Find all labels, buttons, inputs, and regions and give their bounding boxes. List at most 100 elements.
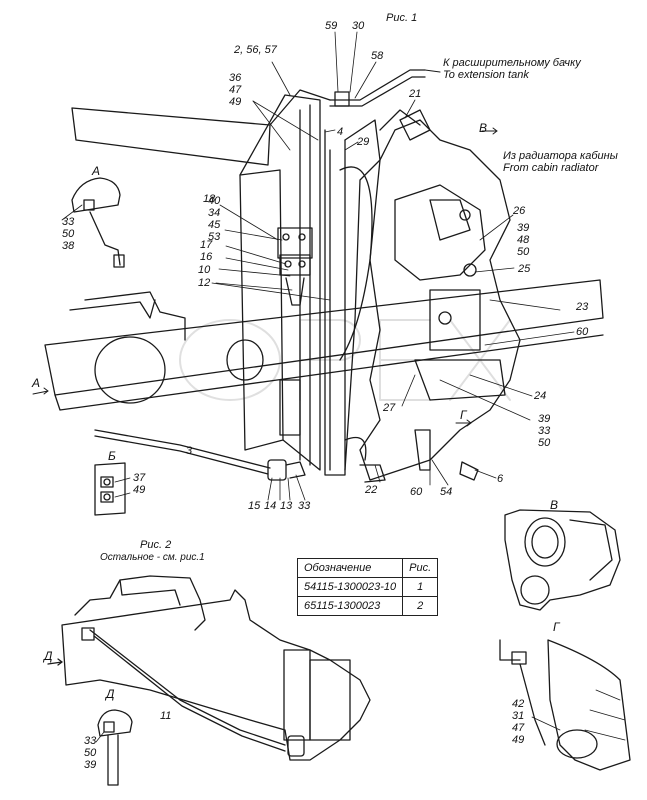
callout-stack-view-b: 37 49 xyxy=(133,472,145,496)
callout-11: 11 xyxy=(160,710,172,722)
table-header-row: Обозначение Рис. xyxy=(296,558,439,578)
callout-25: 25 xyxy=(518,263,531,275)
figure1-title: Рис. 1 xyxy=(386,12,418,24)
callout-stack-view-d: 33 50 39 xyxy=(84,735,96,771)
callout-g-31: 31 xyxy=(512,710,525,722)
callout-16: 16 xyxy=(200,251,213,263)
callout-17: 17 xyxy=(200,239,213,251)
callout-stack-40-34-45-53: 40 34 45 53 xyxy=(208,195,220,243)
callout-14: 14 xyxy=(264,500,277,512)
tank-label-en: To extension tank xyxy=(443,69,529,81)
callout-45: 45 xyxy=(208,219,221,231)
coolant-pipe xyxy=(329,69,431,141)
view-a-detail xyxy=(61,177,125,268)
callout-g-47: 47 xyxy=(512,722,525,734)
view-b-detail xyxy=(94,462,131,516)
radiator xyxy=(239,94,381,476)
callout-g-49: 49 xyxy=(512,734,525,746)
callout-26: 26 xyxy=(513,205,526,217)
callout-stack-17-16: 17 16 xyxy=(200,239,212,263)
callout-a-38: 38 xyxy=(62,240,75,252)
table-header-designation: Обозначение xyxy=(296,558,404,578)
view-a-label: А xyxy=(92,164,101,178)
callout-33: 33 xyxy=(298,500,311,512)
callout-39-bottom: 39 xyxy=(538,413,551,425)
callout-33-bottom: 33 xyxy=(538,425,551,437)
view-d-label: Д xyxy=(106,687,115,701)
callout-d-33: 33 xyxy=(84,735,97,747)
callout-a-50: 50 xyxy=(62,228,75,240)
callout-d-39: 39 xyxy=(84,759,97,771)
drain-pipe xyxy=(359,461,479,483)
callout-18: 18 xyxy=(203,193,216,205)
callout-47: 47 xyxy=(229,84,242,96)
callout-10: 10 xyxy=(198,264,211,276)
callout-b-37: 37 xyxy=(133,472,146,484)
callout-12: 12 xyxy=(198,277,211,289)
callout-60-lower: 60 xyxy=(410,486,423,498)
callout-d-50: 50 xyxy=(84,747,97,759)
callout-29: 29 xyxy=(357,136,370,148)
callout-3: 3 xyxy=(186,445,193,457)
callout-49: 49 xyxy=(229,96,242,108)
callout-50-top: 50 xyxy=(517,246,530,258)
callout-13: 13 xyxy=(280,500,293,512)
fan-shroud xyxy=(359,109,521,481)
callout-40: 40 xyxy=(208,195,221,207)
radiator-label-ru: Из радиатора кабины xyxy=(503,150,618,162)
mounting-bracket xyxy=(277,227,313,436)
view-g-label: Г xyxy=(553,620,560,634)
callout-stack-39-33-50: 39 33 50 xyxy=(538,413,550,449)
arrow-a-label: А xyxy=(32,376,41,390)
lower-hose xyxy=(94,429,306,481)
view-v-detail xyxy=(504,509,621,611)
callout-34: 34 xyxy=(208,207,221,219)
callout-24: 24 xyxy=(534,390,547,402)
callout-stack-view-a: 33 50 38 xyxy=(62,216,74,252)
callout-48: 48 xyxy=(517,234,530,246)
callout-58: 58 xyxy=(371,50,384,62)
callout-54: 54 xyxy=(440,486,453,498)
table-cell-fig: 2 xyxy=(402,596,439,616)
callout-stack-39-48-50: 39 48 50 xyxy=(517,222,529,258)
callout-6: 6 xyxy=(497,473,504,485)
table-cell-fig: 1 xyxy=(402,577,439,597)
callout-22: 22 xyxy=(365,484,378,496)
tank-label-ru: К расширительному бачку xyxy=(443,57,581,69)
table-row: 54115-1300023-10 1 xyxy=(296,577,439,597)
table-header-fig: Рис. xyxy=(402,558,439,578)
callout-b-49: 49 xyxy=(133,484,146,496)
view-g-detail xyxy=(499,639,631,771)
figure2-subtitle: Остальное - см. рис.1 xyxy=(100,552,205,563)
callout-59: 59 xyxy=(325,20,338,32)
radiator-label-en: From cabin radiator xyxy=(503,162,599,174)
arrow-v-label: В xyxy=(479,121,488,135)
table-row: 65115-1300023 2 xyxy=(296,596,439,616)
view-arrows xyxy=(32,69,498,427)
table-cell-designation: 65115-1300023 xyxy=(296,596,404,616)
arrow-g-label: Г xyxy=(460,408,467,422)
callout-30: 30 xyxy=(352,20,365,32)
designation-table: Обозначение Рис. 54115-1300023-10 1 6511… xyxy=(296,558,439,616)
callout-21: 21 xyxy=(409,88,422,100)
callout-2-56-57: 2, 56, 57 xyxy=(234,44,277,56)
fan xyxy=(339,166,373,461)
view-d-detail xyxy=(95,709,133,786)
callout-4: 4 xyxy=(337,126,344,138)
callout-g-42: 42 xyxy=(512,698,525,710)
callout-39-top: 39 xyxy=(517,222,530,234)
callout-60-upper: 60 xyxy=(576,326,589,338)
leader-lines xyxy=(211,31,575,501)
view-b-label: Б xyxy=(108,449,116,463)
figure2-assembly xyxy=(47,575,371,761)
callout-a-33: 33 xyxy=(62,216,75,228)
upper-panel xyxy=(71,89,331,166)
callout-27: 27 xyxy=(383,402,396,414)
callout-36: 36 xyxy=(229,72,242,84)
callout-stack-view-g: 42 31 47 49 xyxy=(512,698,524,746)
callout-53: 53 xyxy=(208,231,221,243)
arrow-d-label: Д xyxy=(44,649,53,663)
callout-50-bottom: 50 xyxy=(538,437,551,449)
